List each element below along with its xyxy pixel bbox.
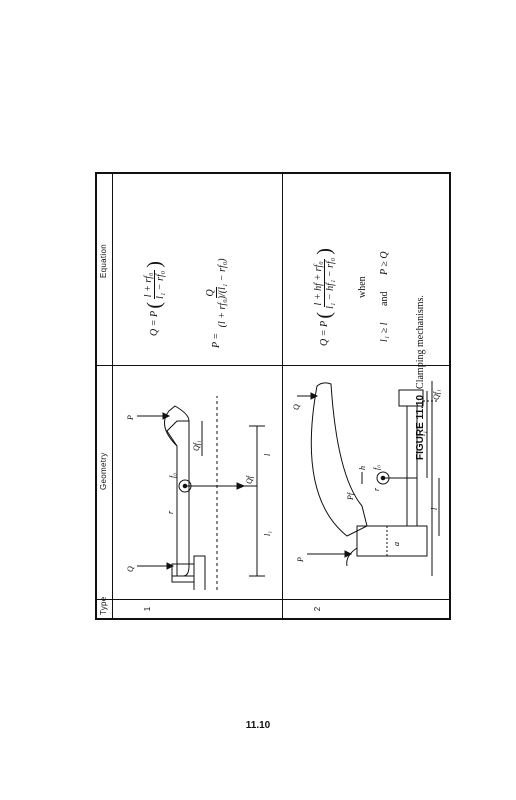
column-divider	[113, 599, 282, 600]
label-r: r	[166, 510, 175, 514]
eq-lhs: Q = P	[148, 311, 160, 336]
figure-label: FIGURE 11.10	[415, 394, 426, 460]
column-divider	[97, 365, 112, 366]
label-a: a	[392, 542, 401, 546]
rotated-table-region: Type Geometry Equation 1	[95, 172, 451, 620]
clamping-mechanisms-table: Type Geometry Equation 1	[95, 172, 451, 620]
equation-row1-2: P = Q (l + rf₀)/(l₁ − rf₀)	[205, 255, 228, 348]
figure-caption-text: Clamping mechanisms.	[415, 295, 426, 389]
label-P: P	[126, 415, 135, 421]
condition-2: P ≥ Q	[379, 251, 390, 276]
fraction: l + hf + rf₀ l₁ − hf₁ − rf₀	[313, 256, 336, 311]
label-Pf: Pf	[346, 491, 355, 501]
label-l1: l₁	[418, 431, 427, 436]
type-number: 2	[313, 606, 322, 612]
and-word: and	[379, 291, 390, 306]
label-P: P	[296, 557, 305, 563]
fraction: Q (l + rf₀)/(l₁ − rf₀)	[205, 256, 228, 329]
header-geometry: Geometry	[99, 452, 108, 490]
label-f0: f₀	[168, 473, 177, 478]
mechanism-1-diagram: Q P r f₀ l₁ l Qf₁ Qf	[126, 396, 272, 590]
column-divider	[97, 599, 112, 600]
column-divider	[283, 599, 449, 600]
label-Qf1: Qf₁	[192, 440, 201, 451]
equation-conditions: l₁ ≥ l and P ≥ Q	[379, 251, 390, 342]
label-Q: Q	[292, 404, 301, 410]
denominator: l₁ − hf₁ − rf₀	[325, 257, 336, 309]
label-Qf1: Qf₁	[432, 389, 441, 400]
numerator: l + hf + rf₀	[313, 259, 325, 308]
label-l1: l₁	[263, 531, 272, 536]
denominator: (l + rf₀)/(l₁ − rf₀)	[217, 258, 228, 328]
equation-row1-1: Q = P ( l + rf₀ l₁ − rf₀ )	[143, 261, 166, 336]
column-divider	[113, 365, 282, 366]
label-h: h	[358, 466, 367, 470]
label-f0: f₀	[372, 465, 381, 470]
label-r: r	[372, 487, 381, 491]
numerator: l + rf₀	[143, 270, 155, 300]
eq-lhs: Q = P	[318, 321, 330, 346]
label-l: l	[263, 453, 272, 456]
equation-when: when	[357, 276, 368, 298]
table-row: 1	[113, 174, 283, 618]
label-Q: Q	[126, 566, 135, 572]
type-number: 1	[143, 606, 152, 612]
equation-row2-1: Q = P ( l + hf + rf₀ l₁ − hf₁ − rf₀ )	[313, 248, 336, 346]
eq-lhs: P =	[210, 332, 222, 348]
numerator: Q	[205, 287, 217, 299]
figure-caption: FIGURE 11.10 Clamping mechanisms.	[415, 295, 426, 460]
table-header-row: Type Geometry Equation	[97, 174, 113, 618]
denominator: l₁ − rf₀	[155, 270, 166, 299]
mechanism-2-diagram: P Q Qf₁ Pf r f₀ h l₁ l a	[292, 381, 441, 576]
fraction: l + rf₀ l₁ − rf₀	[143, 269, 166, 301]
condition-1: l₁ ≥ l	[379, 322, 390, 342]
page-number: 11.10	[245, 720, 271, 731]
label-Qf: Qf	[245, 474, 254, 484]
header-equation: Equation	[99, 244, 108, 278]
table-row: 2	[283, 174, 449, 618]
label-l: l	[430, 507, 439, 510]
